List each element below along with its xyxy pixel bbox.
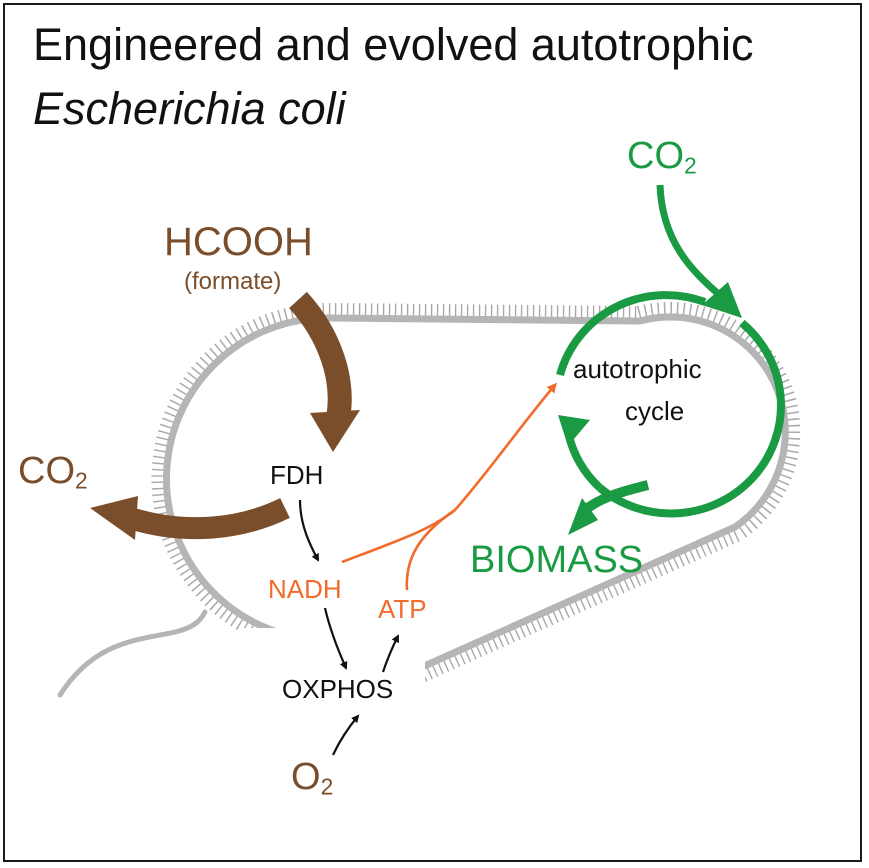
biomass-arrow [581,480,650,515]
flagellum [57,609,208,698]
cell-membrane-inner-mask [166,316,786,668]
formate-label: (formate) [184,268,282,295]
cycle-ring-upper [556,291,707,377]
oxphos-label: OXPHOS [282,674,394,704]
oxphos-to-atp-arrow [381,634,399,673]
biomass-label: BIOMASS [470,539,644,581]
fdh-to-nadh-arrow [298,499,319,562]
cell-membrane [163,313,789,672]
o2-to-oxphos-arrow [332,714,360,756]
cycle-ring-right [597,319,786,518]
hcooh-label: HCOOH [164,220,313,264]
co2-release-arrow [126,498,290,540]
cycle-label-line1: autotrophic [573,354,702,384]
nadh-to-oxphos-arrow [323,607,348,670]
co2-release-arrowhead [90,496,138,540]
biomass-arrowhead [568,498,598,535]
co2-input-label: CO2 [627,135,697,179]
co2-release-label: CO2 [18,450,88,494]
atp-energy-line [405,508,456,591]
figure-subtitle-organism: Escherichia coli [33,83,346,134]
energy-to-cycle-arrow [454,382,557,511]
cycle-label-line2: cycle [625,396,685,426]
formate-arrow [288,291,352,421]
cycle-ring-lower-left [564,431,603,491]
fdh-label: FDH [270,460,324,490]
o2-label: O2 [291,756,334,800]
nadh-label: NADH [268,574,342,604]
atp-label: ATP [378,594,427,624]
co2-uptake-arrow [656,184,725,300]
formate-arrowhead [310,410,360,452]
figure-title: Engineered and evolved autotrophic [33,19,754,70]
co2-uptake-arrowhead [702,282,742,318]
